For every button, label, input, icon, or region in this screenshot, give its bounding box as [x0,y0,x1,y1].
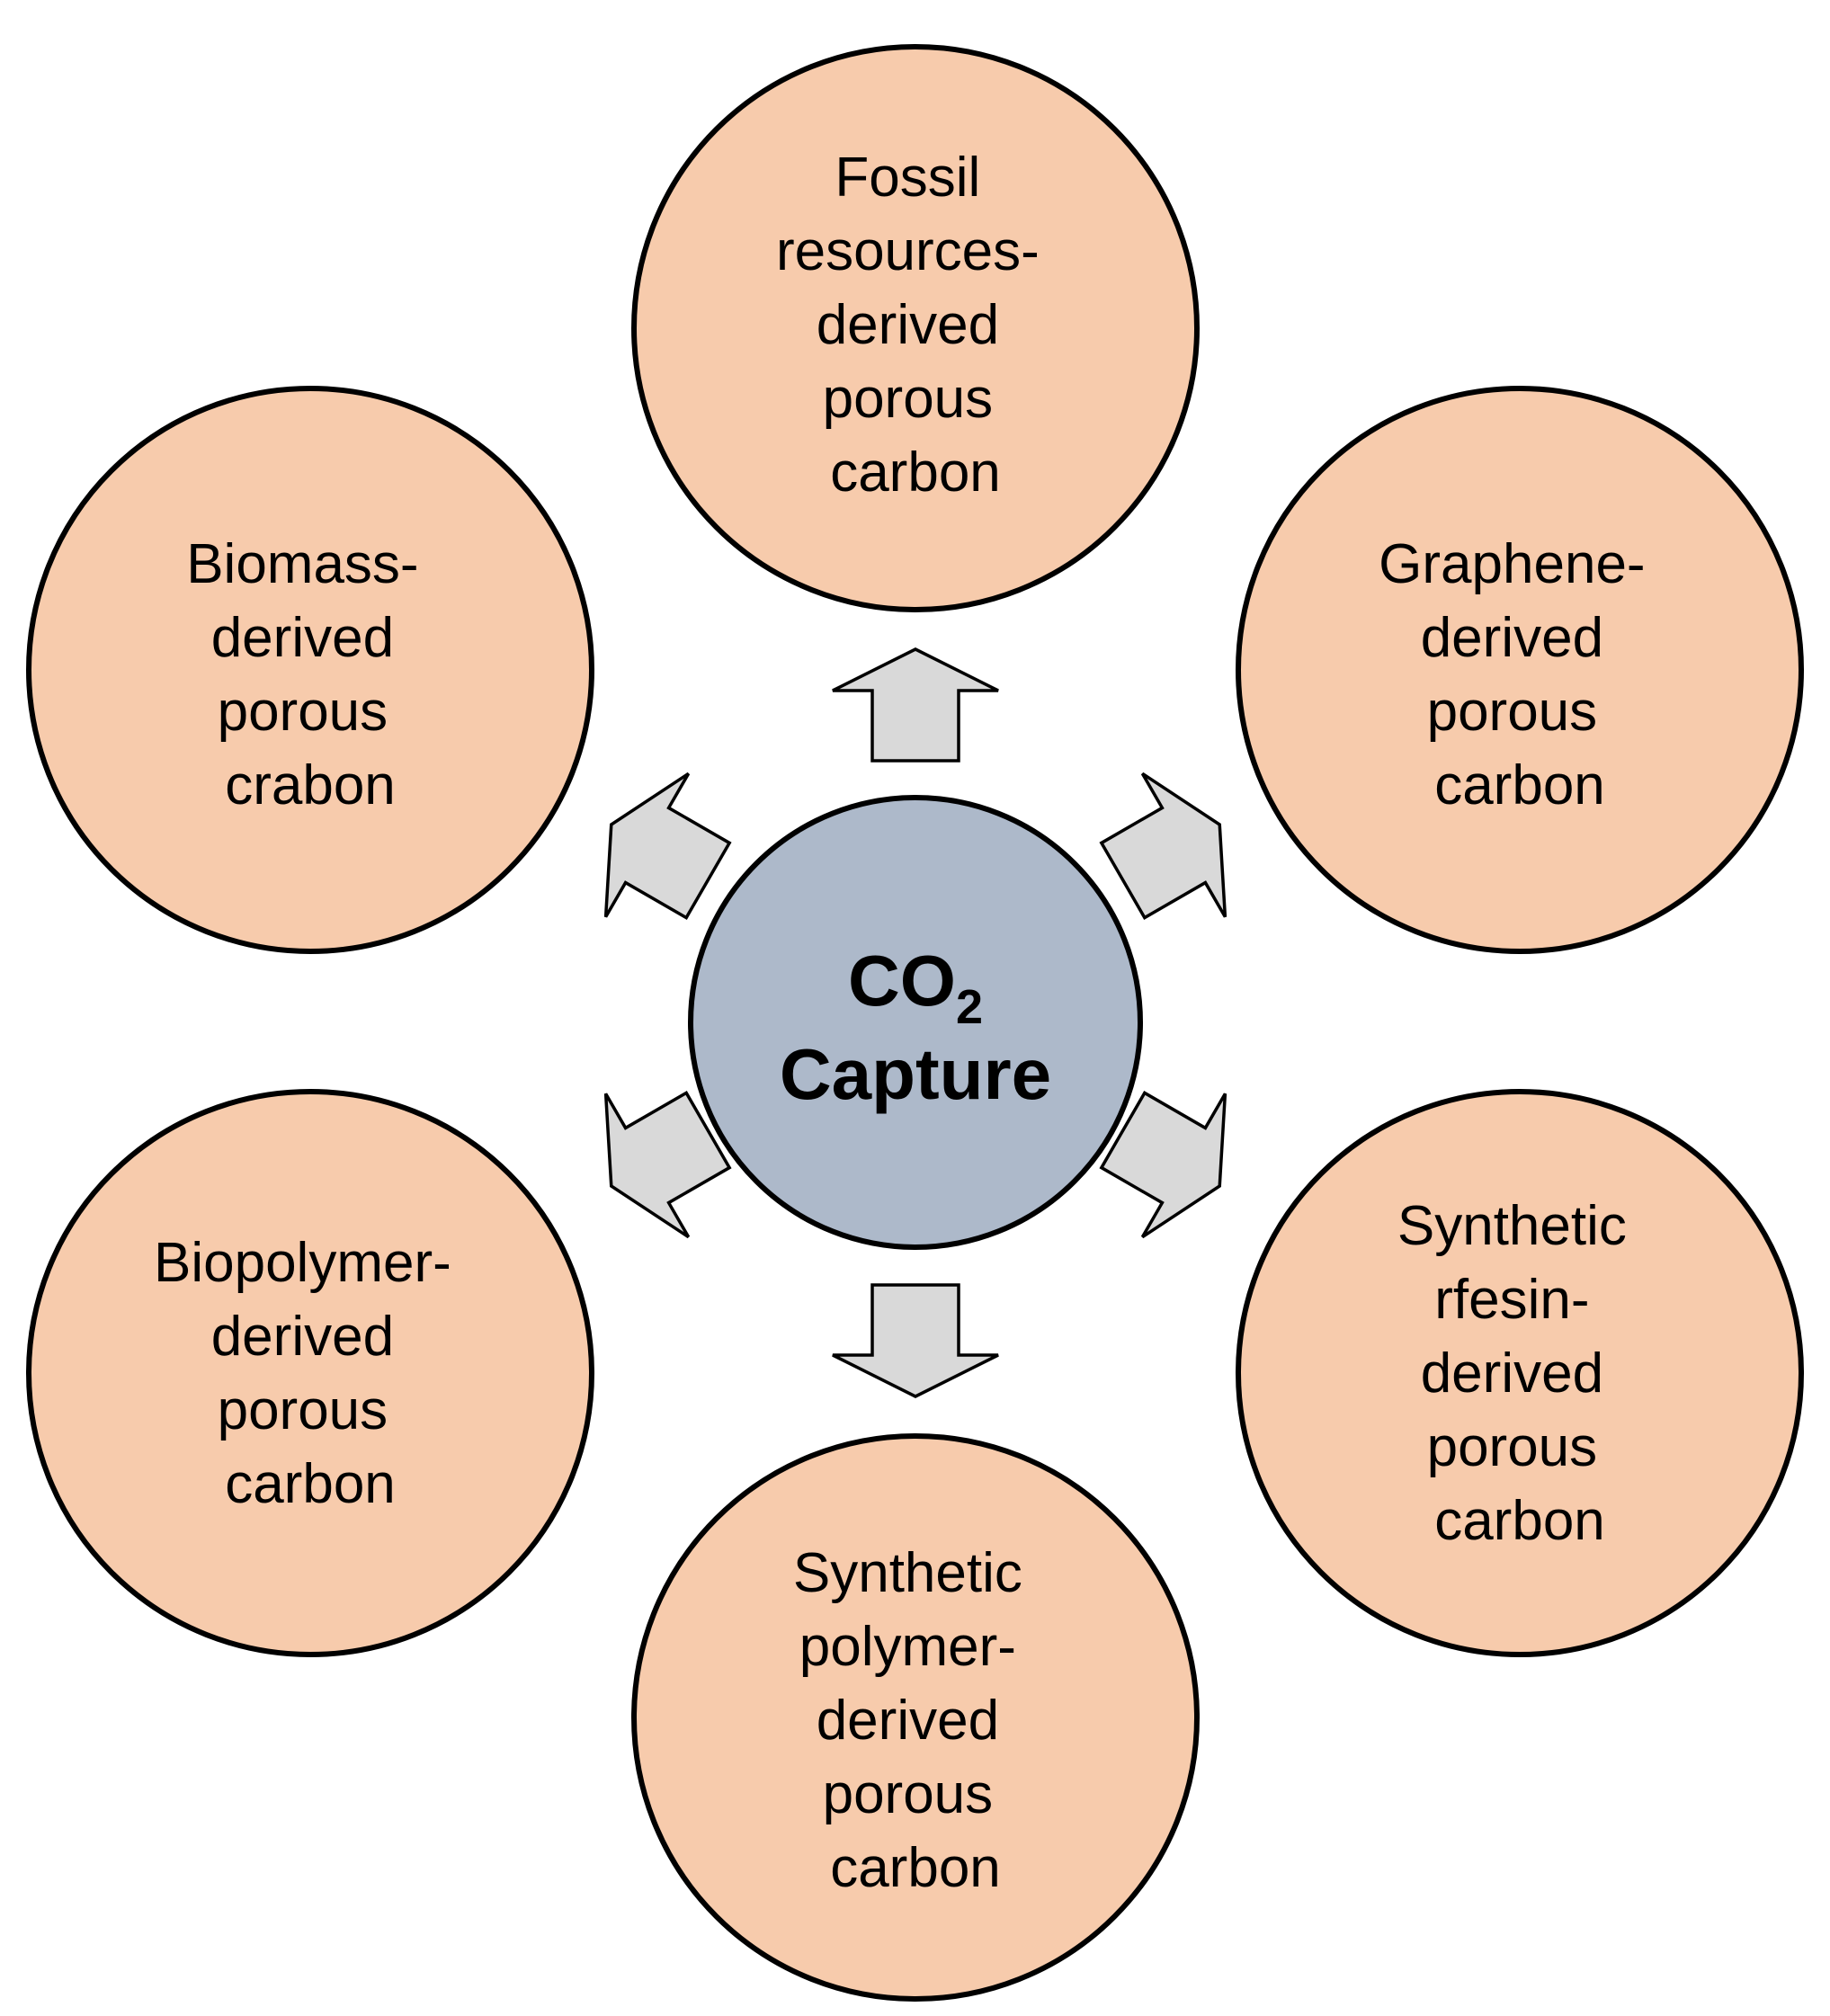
node-fossil-line-4: porous [823,368,994,430]
node-synthetic-resin-line-4: porous [1427,1416,1598,1478]
node-biopolymer-line-3: porous [218,1379,388,1441]
arrows [603,647,1227,1398]
arrow-up-right-graphene [1099,772,1227,920]
center-node: CO2 Capture [688,795,1143,1250]
node-biomass-line-1: Biomass- [186,533,418,595]
node-synthetic-polymer-circle [631,1433,1200,2002]
node-fossil-label: Fossil resources- derived porous carbon [776,147,1055,504]
center-circle [688,795,1143,1250]
node-synthetic-polymer-label: Synthetic polymer- derived porous carbon [793,1542,1038,1899]
node-graphene-line-4: carbon [1434,754,1605,816]
node-fossil-line-2: resources- [776,220,1040,282]
node-synthetic-polymer-line-3: derived [817,1690,999,1752]
center-title-line-2: Capture [780,1034,1051,1114]
node-biopolymer: Biopolymer- derived porous carbon [26,1089,594,1657]
arrow-up-fossil [832,647,999,763]
node-biomass: Biomass- derived porous crabon [26,386,594,954]
arrow-up-left-biomass [603,772,732,920]
node-synthetic-resin-line-5: carbon [1434,1490,1605,1552]
node-biopolymer-label: Biopolymer- derived porous carbon [154,1232,467,1515]
node-synthetic-resin-circle [1236,1089,1804,1657]
node-synthetic-polymer: Synthetic polymer- derived porous carbon [631,1433,1200,2002]
node-biopolymer-line-2: derived [211,1306,394,1368]
center-co-text: CO [848,941,956,1021]
center-subscript-2: 2 [956,980,983,1034]
node-fossil-line-3: derived [817,294,999,356]
node-biopolymer-circle [26,1089,594,1657]
node-synthetic-polymer-line-5: carbon [830,1837,1001,1899]
node-biopolymer-line-1: Biopolymer- [154,1232,451,1294]
node-graphene-line-3: porous [1427,681,1598,743]
node-fossil-line-1: Fossil [835,147,980,209]
node-biomass-label: Biomass- derived porous crabon [186,533,434,816]
node-synthetic-resin-line-3: derived [1421,1343,1603,1405]
node-graphene-line-2: derived [1421,607,1603,669]
node-graphene: Graphene- derived porous carbon [1236,386,1804,954]
node-synthetic-resin-line-1: Synthetic [1397,1195,1627,1257]
node-biomass-line-4: crabon [225,754,396,816]
node-graphene-circle [1236,386,1804,954]
node-fossil-line-5: carbon [830,442,1001,504]
node-biopolymer-line-4: carbon [225,1453,396,1515]
arrow-down-right-synthetic-resin [1099,1091,1227,1239]
node-fossil-circle [631,44,1200,612]
node-synthetic-resin-label: Synthetic rfesin- derived porous carbon [1397,1195,1642,1552]
node-graphene-label: Graphene- derived porous carbon [1379,533,1661,816]
node-biomass-line-2: derived [211,607,394,669]
node-synthetic-polymer-line-2: polymer- [799,1616,1016,1678]
node-fossil: Fossil resources- derived porous carbon [631,44,1200,612]
node-synthetic-polymer-line-1: Synthetic [793,1542,1022,1604]
node-biomass-circle [26,386,594,954]
node-synthetic-resin-line-2: rfesin- [1434,1269,1589,1331]
node-synthetic-resin: Synthetic rfesin- derived porous carbon [1236,1089,1804,1657]
node-graphene-line-1: Graphene- [1379,533,1645,595]
center-title-line-1: CO2 [848,941,983,1034]
arrow-down-synthetic-polymer [832,1283,999,1398]
node-biomass-line-3: porous [218,681,388,743]
node-synthetic-polymer-line-4: porous [823,1763,994,1825]
arrow-down-left-biopolymer [603,1091,732,1239]
